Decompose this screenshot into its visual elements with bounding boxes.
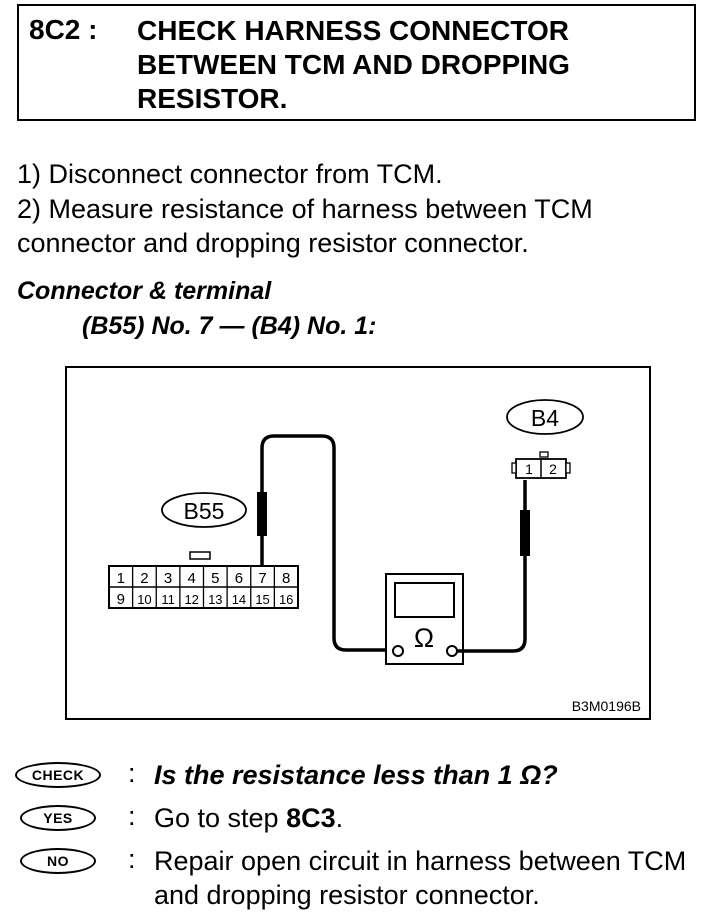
wire-b55: [260, 434, 389, 652]
b55-pin-4: 4: [188, 570, 196, 587]
step-header-box: 8C2 : CHECK HARNESS CONNECTOR BETWEEN TC…: [17, 4, 696, 121]
b55-pin-3: 3: [164, 570, 172, 587]
b4-pin-1: 1: [525, 461, 533, 477]
b55-pin-5: 5: [211, 570, 219, 587]
yes-badge: YES: [20, 805, 96, 831]
check-badge: CHECK: [15, 762, 101, 788]
yes-suffix: .: [335, 803, 344, 833]
b55-pin-16: 16: [279, 592, 293, 607]
meter-terminal-right: [446, 645, 458, 657]
b4-label: B4: [531, 405, 559, 431]
b55-pin-13: 13: [208, 592, 222, 607]
no-row: NO : Repair open circuit in harness betw…: [15, 842, 715, 916]
wire-b4: [457, 480, 527, 653]
meter-terminal-left: [392, 645, 404, 657]
yes-row: YES : Go to step 8C3.: [15, 799, 715, 839]
step-number: 8C2 :: [29, 14, 98, 45]
b55-pin-7: 7: [258, 570, 266, 587]
b55-pin-14: 14: [232, 592, 246, 607]
instruction-2: 2) Measure resistance of harness between…: [17, 194, 593, 224]
b55-pin-8: 8: [282, 570, 290, 587]
b55-pin-2: 2: [140, 570, 148, 587]
probe-b55: [257, 492, 267, 536]
yes-answer: Go to step 8C3.: [154, 801, 714, 835]
yes-prefix: Go to step: [154, 803, 287, 833]
ohmmeter: Ω: [385, 573, 464, 665]
check-row: CHECK : Is the resistance less than 1 Ω?: [15, 756, 715, 796]
step-title: CHECK HARNESS CONNECTOR BETWEEN TCM AND …: [137, 15, 570, 114]
instruction-1: 1) Disconnect connector from TCM.: [17, 159, 443, 189]
b55-pin-1: 1: [117, 570, 125, 587]
check-question: Is the resistance less than 1 Ω?: [154, 760, 558, 790]
no-colon: :: [128, 844, 136, 874]
b55-label: B55: [184, 498, 225, 524]
probe-b4: [520, 510, 530, 556]
no-badge: NO: [20, 848, 96, 874]
check-colon: :: [128, 758, 136, 788]
ohm-symbol: Ω: [414, 623, 434, 653]
yes-step-link[interactable]: 8C3: [286, 803, 336, 833]
b4-pin-2: 2: [549, 461, 557, 477]
yes-colon: :: [128, 801, 136, 831]
b55-pin-6: 6: [235, 570, 243, 587]
b55-pin-10: 10: [137, 592, 151, 607]
b55-pin-11: 11: [161, 592, 175, 607]
b55-pin-12: 12: [184, 592, 198, 607]
figure-code: B3M0196B: [572, 698, 641, 714]
b55-label-ellipse: [161, 492, 247, 528]
instruction-2-cont: connector and dropping resistor connecto…: [17, 228, 529, 258]
b4-label-ellipse: [506, 399, 584, 435]
b55-pin-15: 15: [255, 592, 269, 607]
b55-pin-9: 9: [117, 591, 125, 608]
connector-spec: (B55) No. 7 — (B4) No. 1:: [82, 312, 377, 340]
connector-heading: Connector & terminal: [17, 277, 272, 305]
b4-connector: 1 2: [511, 451, 571, 479]
no-answer: Repair open circuit in harness between T…: [154, 846, 687, 910]
